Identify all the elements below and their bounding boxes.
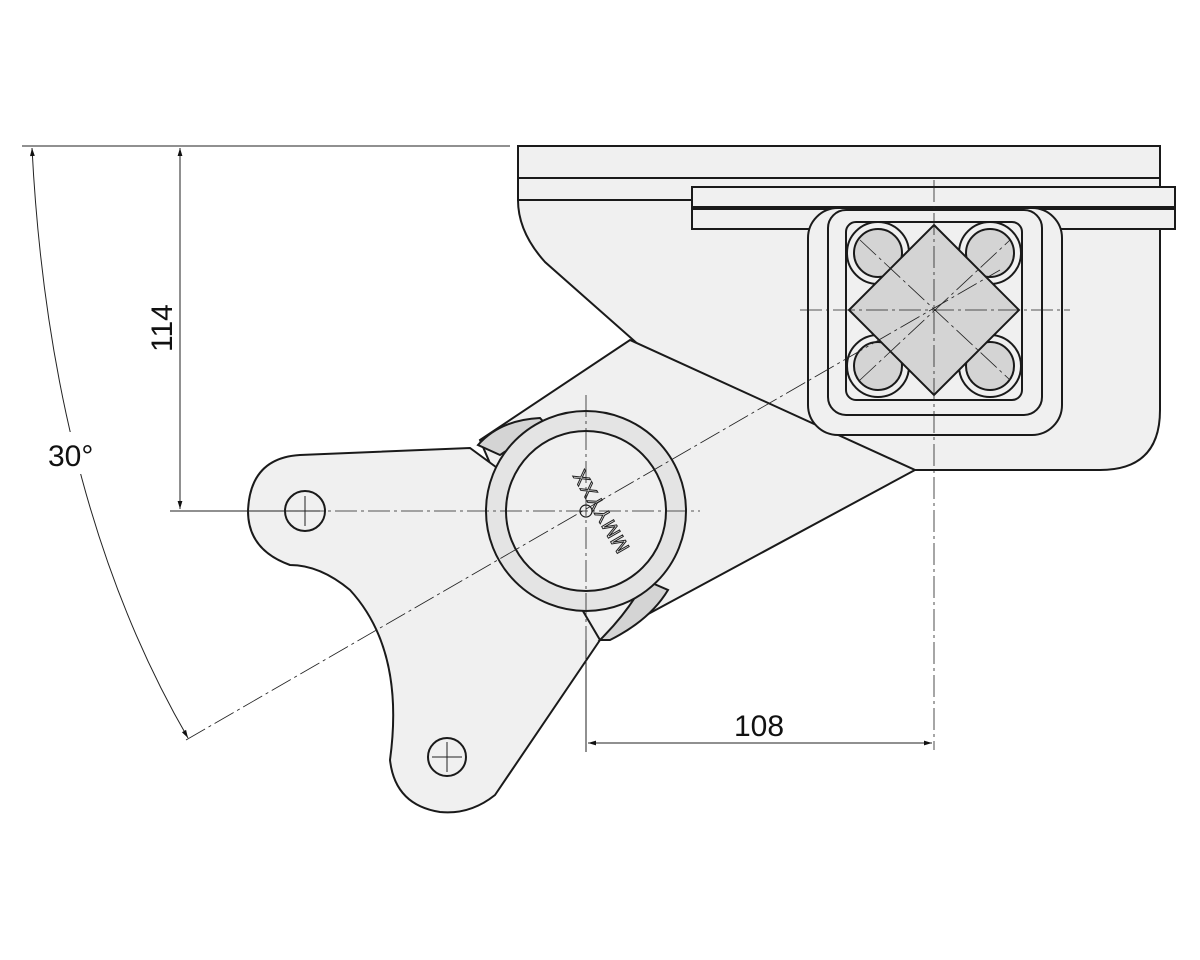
dim-height-label: 114 [146, 304, 179, 352]
dim-angle-label: 30° [48, 440, 93, 473]
hole-lower [427, 737, 467, 777]
bar-upper [691, 186, 1176, 208]
dim-offset-label: 108 [734, 710, 784, 743]
weld-bottom [597, 578, 670, 641]
